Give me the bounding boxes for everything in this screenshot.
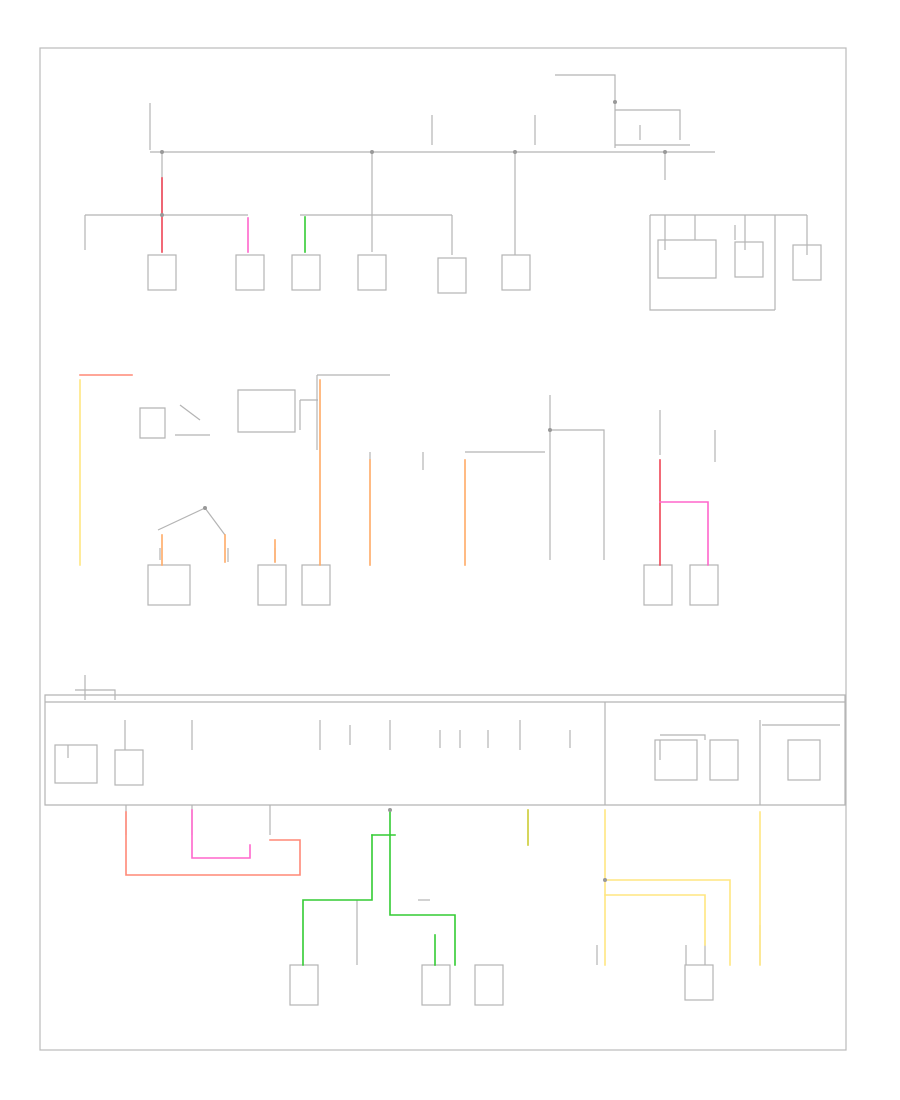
splice-points <box>160 100 667 882</box>
neutral-wires <box>44 74 846 965</box>
diagram-border <box>39 47 847 1051</box>
component-boxes <box>54 239 822 1006</box>
colored-wires <box>79 177 761 966</box>
